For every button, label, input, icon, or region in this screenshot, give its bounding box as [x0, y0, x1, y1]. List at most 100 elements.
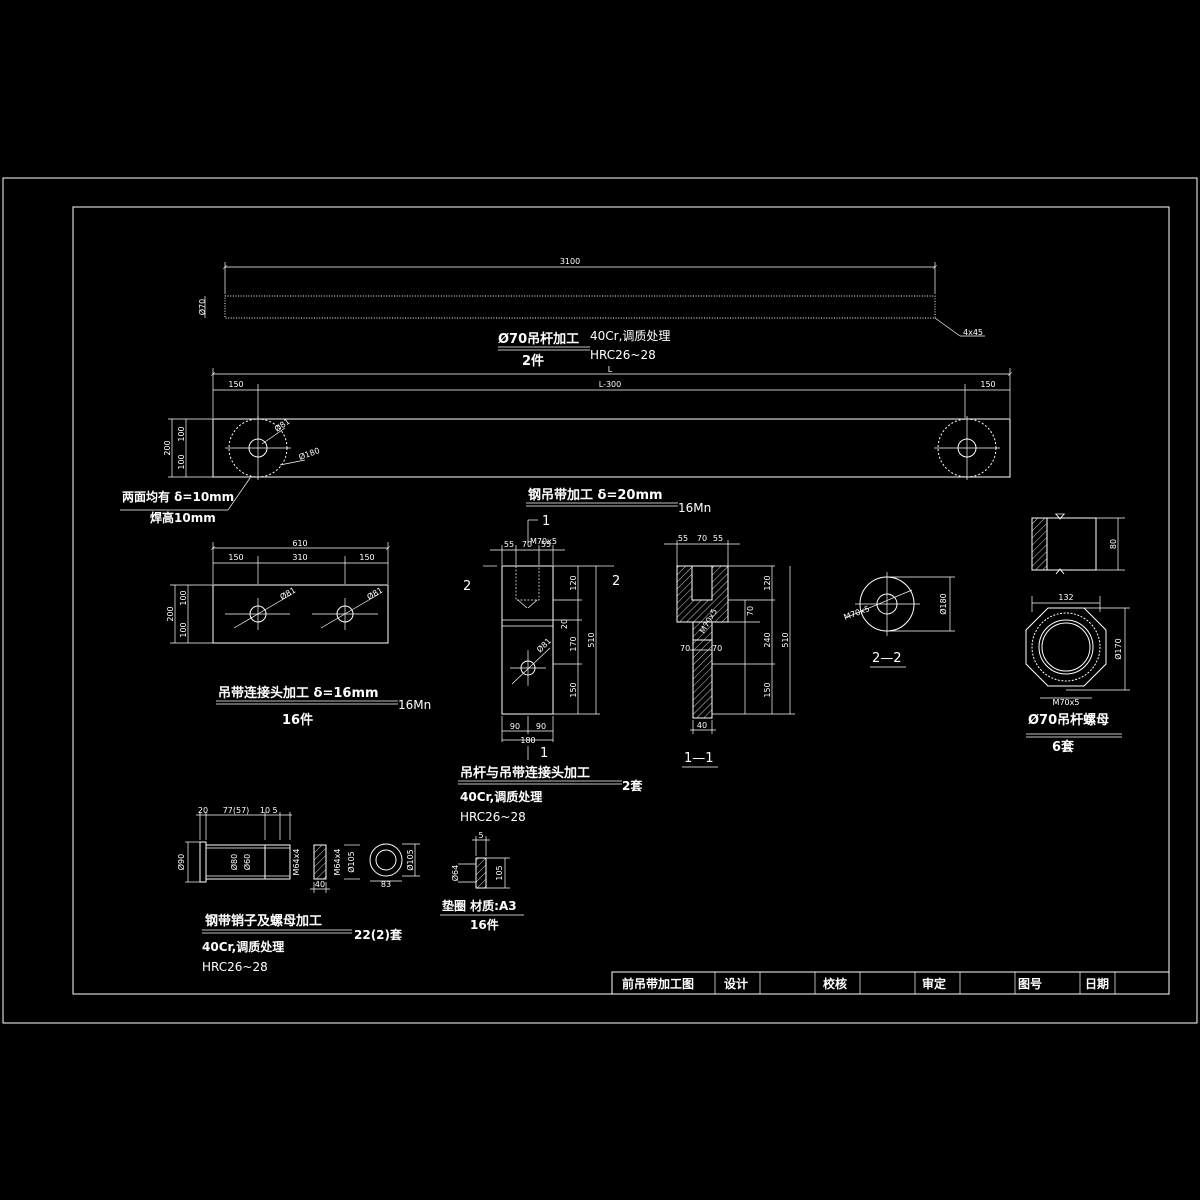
strap-end1-dim: 150 [228, 380, 243, 389]
pin-dia80: Ø80 [229, 854, 239, 870]
strap-h2-dim: 100 [177, 454, 186, 469]
connector-d170: 170 [569, 636, 578, 651]
section22-label: 2—2 [872, 651, 902, 666]
pin-and-nut: 20 77(57) 10 5 Ø90 Ø80 Ø60 M64x4 40 M64x… [176, 806, 420, 974]
washer: 5 105 Ø64 垫圈 材质:A3 16件 [440, 831, 524, 932]
washer-outer-dia: 105 [495, 865, 504, 880]
title-block-check: 校核 [823, 976, 847, 991]
pin-title: 钢带销子及螺母加工 [205, 913, 322, 929]
strap-h1-dim: 100 [177, 426, 186, 441]
rod-title: Ø70吊杆加工 [498, 331, 579, 347]
pin-ring-dia: Ø105 [405, 849, 415, 871]
connector-top-a: 55 [504, 540, 514, 549]
pin-dia60: Ø60 [242, 854, 252, 870]
section11-label: 1—1 [684, 751, 714, 766]
title-block-date: 日期 [1085, 976, 1109, 991]
rod-view: 3100 Ø70 4x45 Ø70吊杆加工 40Cr,调质处理 2件 HRC26… [197, 257, 985, 369]
connector-d150: 150 [569, 682, 578, 697]
connector-section-mark: 1 [542, 514, 550, 529]
nut-dia-dim: Ø170 [1113, 638, 1123, 660]
section11-d150: 150 [763, 682, 772, 697]
pin-d20: 20 [198, 806, 208, 815]
washer-inner-dia: Ø64 [450, 865, 460, 881]
rod-count: 2件 [522, 353, 544, 369]
joint-b-dim: 310 [292, 553, 307, 562]
rod-dia-dim: Ø70 [197, 299, 207, 315]
section11-d70: 70 [746, 606, 755, 616]
strap-mid-dim: L-300 [599, 380, 621, 389]
strap-material: 16Mn [678, 501, 711, 515]
joint-h-dim: 200 [166, 606, 175, 621]
connector-d20: 20 [560, 619, 569, 629]
strap-title: 钢吊带加工 δ=20mm [528, 487, 663, 503]
pin-nut-width: 40 [315, 880, 325, 889]
joint-c-dim: 150 [359, 553, 374, 562]
section11-w70a: 70 [680, 644, 690, 653]
strap-circle-dim: Ø180 [297, 445, 321, 462]
connector-count: 2套 [622, 778, 643, 793]
strap-view: L 150 L-300 150 Ø81 Ø180 200 100 100 两面均… [120, 365, 1012, 525]
pin-ring-width: 83 [381, 880, 391, 889]
nut-height-dim: 80 [1109, 539, 1118, 549]
nut-top-dim: 132 [1058, 593, 1073, 602]
nut-count: 6套 [1052, 739, 1075, 755]
pin-dia90: Ø90 [176, 854, 186, 870]
connector-bot-total: 180 [520, 736, 535, 745]
joint-a-dim: 150 [228, 553, 243, 562]
pin-hardness: HRC26~28 [202, 960, 268, 974]
section11-d240: 240 [763, 632, 772, 647]
joint-h2-dim: 100 [179, 622, 188, 637]
rod-hardness: HRC26~28 [590, 348, 656, 362]
connector-section-mark-bottom: 1 [540, 746, 548, 761]
section22-dia: Ø180 [938, 593, 948, 615]
rod-nut: 80 132 Ø170 M70x5 Ø70吊杆螺母 6套 [1025, 513, 1130, 755]
connector-top-c: 55 [541, 540, 551, 549]
strap-L-dim: L [608, 365, 613, 374]
title-block-approve: 审定 [922, 976, 946, 991]
nut-title: Ø70吊杆螺母 [1028, 712, 1109, 728]
joint-title: 吊带连接头加工 δ=16mm [218, 685, 379, 701]
pin-thread: M64x4 [292, 849, 301, 876]
title-block-drawing-no: 图号 [1018, 976, 1042, 991]
pin-nut-thread: M64x4 [333, 849, 342, 876]
pin-d77: 77(57) [223, 806, 250, 815]
section-2-2: M70x5 Ø180 2—2 [843, 572, 955, 668]
connector-view: 1 55 70 55 M70x5 2 2 Ø81 120 20 170 [458, 514, 643, 824]
strap-weld-height: 焊高10mm [150, 510, 216, 525]
joint-view: 610 150 310 150 Ø81 Ø81 200 100 100 吊带连接… [166, 539, 431, 728]
section11-top-a: 55 [678, 534, 688, 543]
section11-w40: 40 [697, 721, 707, 730]
section22-thread: M70x5 [843, 604, 871, 622]
connector-bot-b: 90 [536, 722, 546, 731]
joint-count: 16件 [282, 712, 313, 728]
section11-d510: 510 [781, 632, 790, 647]
section-1-1: 55 70 55 70 70 M70x5 40 120 70 240 150 5… [664, 534, 795, 768]
connector-sec2-left: 2 [463, 579, 471, 594]
rod-chamfer: 4x45 [963, 328, 983, 337]
connector-title: 吊杆与吊带连接头加工 [460, 765, 590, 781]
strap-end2-dim: 150 [980, 380, 995, 389]
section11-top-c: 55 [713, 534, 723, 543]
joint-h1-dim: 100 [179, 590, 188, 605]
rod-length-dim: 3100 [560, 257, 580, 266]
washer-title: 垫圈 材质:A3 [442, 898, 517, 913]
washer-thickness: 5 [478, 831, 483, 840]
connector-hardness: HRC26~28 [460, 810, 526, 824]
section11-top-b: 70 [697, 534, 707, 543]
title-block-design: 设计 [724, 976, 748, 991]
strap-weld-note: 两面均有 δ=10mm [122, 489, 234, 504]
nut-thread: M70x5 [1053, 698, 1080, 707]
joint-total-dim: 610 [292, 539, 307, 548]
outer-border [2, 177, 1198, 1024]
washer-count: 16件 [470, 917, 499, 932]
connector-bot-a: 90 [510, 722, 520, 731]
connector-sec2-right: 2 [612, 574, 620, 589]
connector-d510: 510 [587, 632, 596, 647]
pin-d10: 10 [260, 806, 270, 815]
rod-material: 40Cr,调质处理 [590, 329, 670, 343]
pin-d5: 5 [272, 806, 277, 815]
connector-thread: M70x5 [530, 537, 557, 546]
pin-material: 40Cr,调质处理 [202, 939, 284, 954]
connector-d120: 120 [569, 575, 578, 590]
